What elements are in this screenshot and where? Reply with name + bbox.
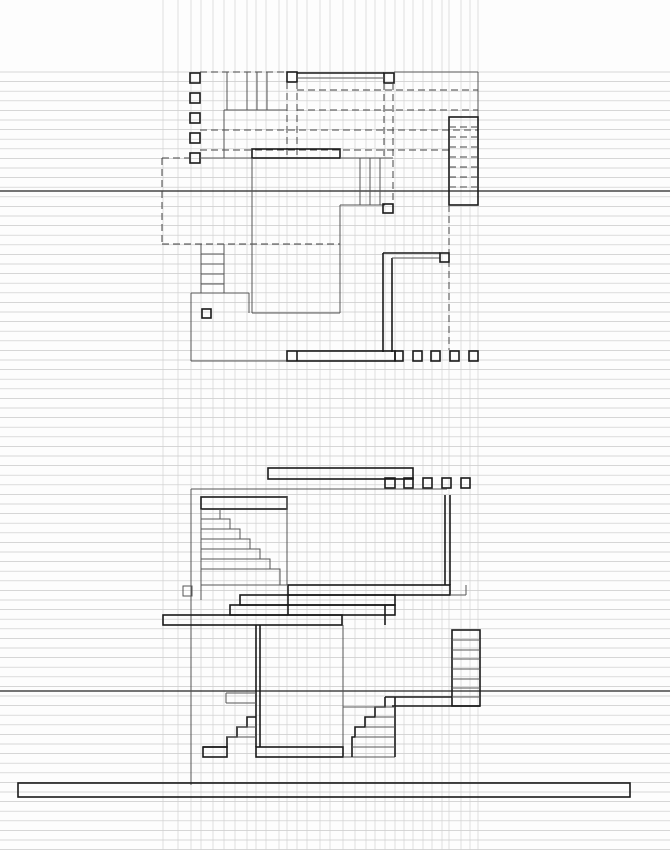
stair-block <box>451 629 481 707</box>
wall <box>251 148 341 159</box>
column-square <box>439 252 450 263</box>
column-square <box>201 308 212 319</box>
lower-section <box>17 467 631 798</box>
roof-slab <box>267 467 414 480</box>
column-square <box>382 203 394 214</box>
stair-block <box>448 116 479 206</box>
wall <box>286 350 396 362</box>
column-squares-left <box>189 72 201 164</box>
ground-slab <box>162 614 343 626</box>
column-square <box>286 71 298 83</box>
floor-slab <box>287 584 451 596</box>
slab <box>200 496 288 510</box>
ground-line-slab <box>17 782 631 798</box>
base-slab <box>255 746 344 758</box>
upper-plan <box>161 71 479 362</box>
